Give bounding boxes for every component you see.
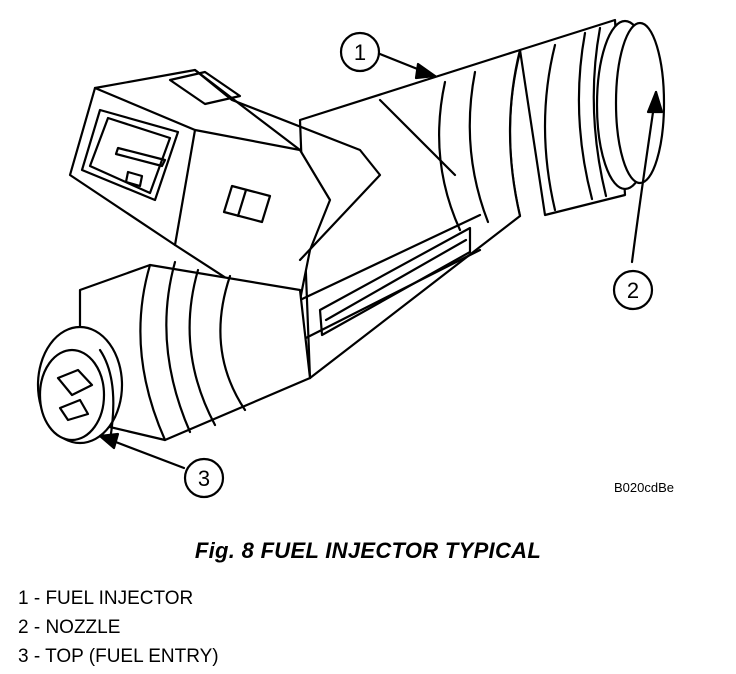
callout-2-number: 2: [627, 278, 639, 303]
callout-2-leader: [630, 90, 664, 264]
terminal-pin: [114, 146, 167, 168]
nozzle-end: [508, 18, 666, 218]
connector-opening: [80, 108, 180, 202]
callout-1-number: 1: [354, 40, 366, 65]
diagram-code: B020cdBe: [614, 480, 674, 495]
fuel-injector-diagram: 1 2 3 B020cdBe: [36, 18, 674, 499]
electrical-connector: [68, 68, 382, 302]
fuel-entry-end: [36, 260, 312, 445]
legend-item-3: 3 - TOP (FUEL ENTRY): [18, 646, 219, 667]
callout-3-circle: [183, 457, 225, 499]
callout-2-circle: [612, 269, 654, 311]
callout-3-leader: [98, 432, 186, 470]
body-window: [318, 226, 472, 337]
legend-item-2: 2 - NOZZLE: [18, 617, 121, 638]
legend: 1 - FUEL INJECTOR 2 - NOZZLE 3 - TOP (FU…: [18, 584, 219, 671]
callout-1-leader: [378, 52, 437, 80]
callout-3-number: 3: [198, 466, 210, 491]
legend-item-1: 1 - FUEL INJECTOR: [18, 588, 194, 609]
connector-latch: [222, 184, 272, 224]
figure-caption: Fig. 8 FUEL INJECTOR TYPICAL: [194, 538, 542, 563]
callout-1-circle: [339, 31, 381, 73]
